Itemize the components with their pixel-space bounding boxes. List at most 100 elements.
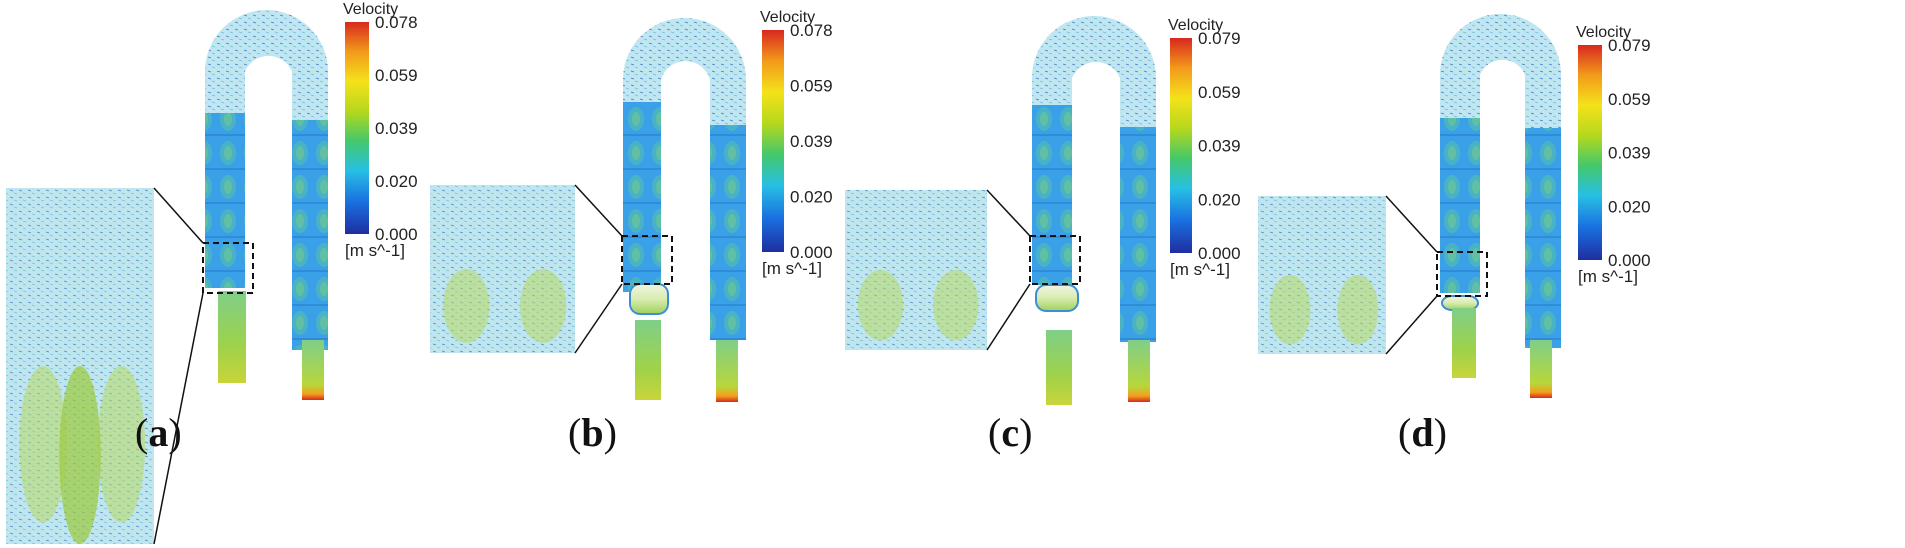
caption-open-paren: ( <box>1398 410 1411 455</box>
left-column <box>1032 105 1072 285</box>
left-nozzle <box>218 291 246 383</box>
legend-unit: [m s^-1] <box>762 259 822 278</box>
connector-top <box>1385 195 1438 253</box>
caption-close-paren: ) <box>1434 410 1447 455</box>
right-nozzle <box>1530 340 1552 398</box>
right-nozzle <box>716 340 738 402</box>
legend-tick-label: 0.039 <box>375 119 418 138</box>
legend-tick-label: 0.059 <box>375 66 418 85</box>
legend-color-bar <box>1170 38 1192 253</box>
legend-tick-label: 0.039 <box>1198 137 1241 156</box>
connector-top <box>986 189 1031 237</box>
zoom-box <box>1029 235 1081 285</box>
right-column <box>1120 127 1156 342</box>
caption-letter: b <box>581 410 603 455</box>
zoom-box <box>202 242 254 294</box>
inset-jet-left <box>1269 275 1311 345</box>
legend-tick-label: 0.020 <box>790 188 833 207</box>
legend-tick-label: 0.079 <box>1608 36 1651 55</box>
caption-letter: d <box>1411 410 1433 455</box>
inset-jet-right <box>519 269 567 343</box>
legend-tick-label: 0.059 <box>1198 83 1241 102</box>
legend-tick-label: 0.000 <box>375 225 418 244</box>
right-column <box>1525 128 1561 348</box>
caption-letter: a <box>148 410 168 455</box>
legend-tick-label: 0.000 <box>1198 244 1241 263</box>
legend-tick-label: 0.020 <box>1198 190 1241 209</box>
inset-jet-left <box>857 270 904 341</box>
inset-jet-left <box>443 269 490 343</box>
left-column <box>623 102 661 292</box>
legend-title: Velocity <box>1576 24 1631 41</box>
caption-close-paren: ) <box>1019 410 1032 455</box>
u-tube-vectors <box>205 10 328 130</box>
right-nozzle <box>302 340 324 400</box>
legend-title: Velocity <box>760 9 815 26</box>
legend-color-bar <box>1578 45 1602 260</box>
caption-open-paren: ( <box>135 410 148 455</box>
connector-top <box>153 187 204 244</box>
left-nozzle <box>635 320 661 400</box>
connector-bottom <box>986 283 1031 351</box>
caption-close-paren: ) <box>168 410 181 455</box>
legend-title: Velocity <box>343 1 398 18</box>
caption-open-paren: ( <box>568 410 581 455</box>
left-column <box>1440 118 1480 293</box>
left-column <box>205 113 245 288</box>
legend-color-bar <box>345 22 369 234</box>
legend-unit: [m s^-1] <box>345 241 405 260</box>
connector-bottom <box>153 292 204 545</box>
legend-color-bar <box>762 30 784 252</box>
legend-unit: [m s^-1] <box>1578 267 1638 286</box>
panel-caption: (a) <box>135 410 182 455</box>
inset-jet-right <box>97 366 146 523</box>
caption-open-paren: ( <box>988 410 1001 455</box>
inset-jet-center <box>59 366 101 544</box>
right-nozzle <box>1128 340 1150 402</box>
inset-jet-right <box>1337 275 1379 345</box>
legend-tick-label: 0.039 <box>790 132 833 151</box>
panel-caption: (b) <box>568 410 617 455</box>
left-nozzle <box>1452 308 1476 378</box>
zoom-box <box>1436 251 1488 297</box>
connector-top <box>574 184 623 237</box>
legend-tick-label: 0.059 <box>790 77 833 96</box>
inset-jet-left <box>19 366 67 523</box>
neck-region <box>629 283 669 315</box>
legend-tick-label: 0.078 <box>375 13 418 32</box>
legend-tick-label: 0.059 <box>1608 90 1651 109</box>
connector-bottom <box>574 283 623 354</box>
caption-close-paren: ) <box>604 410 617 455</box>
legend-tick-label: 0.020 <box>375 172 418 191</box>
neck-region <box>1035 284 1079 312</box>
left-nozzle <box>1046 330 1072 405</box>
legend-tick-label: 0.039 <box>1608 144 1651 163</box>
legend-tick-label: 0.079 <box>1198 29 1241 48</box>
inset-jet-right <box>933 270 979 341</box>
caption-letter: c <box>1001 410 1019 455</box>
legend-tick-label: 0.020 <box>1608 197 1651 216</box>
neck-region <box>1441 295 1479 311</box>
panel-caption: (d) <box>1398 410 1447 455</box>
legend-tick-label: 0.078 <box>790 21 833 40</box>
panel-caption: (c) <box>988 410 1032 455</box>
zoom-box <box>621 235 673 285</box>
legend-tick-label: 0.000 <box>1608 251 1651 270</box>
right-column <box>710 125 746 340</box>
right-column <box>292 120 328 350</box>
connector-bottom <box>1385 295 1438 355</box>
legend-title: Velocity <box>1168 17 1223 34</box>
u-tube-vectors <box>1440 13 1561 138</box>
legend-tick-label: 0.000 <box>790 243 833 262</box>
legend-unit: [m s^-1] <box>1170 260 1230 279</box>
